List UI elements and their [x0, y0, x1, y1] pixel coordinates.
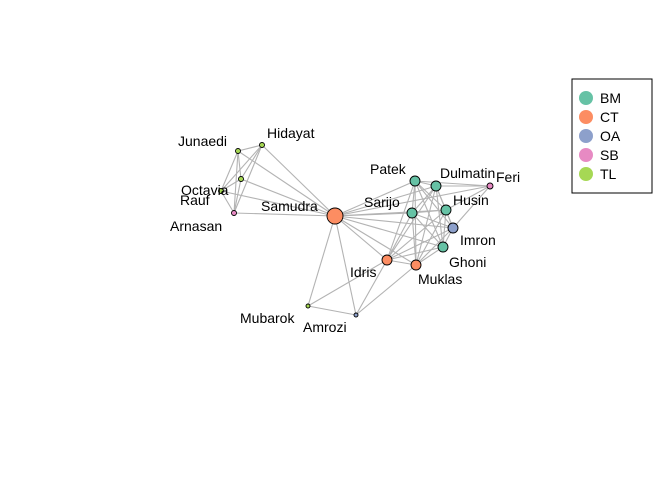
node-label-feri: Feri	[496, 169, 520, 185]
edge-imron-feri	[452, 185, 491, 229]
node-junaedi	[235, 148, 241, 154]
edge-sarijo-husin	[411, 209, 447, 214]
edge-octavia-rauf	[220, 178, 242, 192]
node-label-imron: Imron	[460, 232, 496, 248]
legend-swatch-oa	[579, 129, 593, 143]
edge-patek-husin	[414, 180, 447, 211]
legend-label-ct: CT	[600, 109, 619, 125]
edge-sarijo-muklas	[411, 212, 417, 266]
edge-hidayat-arnasan	[233, 144, 263, 214]
node-arnasan	[231, 210, 237, 216]
node-mubarok	[305, 303, 311, 309]
edge-imron-idris	[386, 227, 454, 261]
legend-label-sb: SB	[600, 147, 619, 163]
edge-samudra-octavia	[240, 178, 336, 217]
node-sarijo	[406, 207, 418, 219]
node-husin	[440, 204, 452, 216]
node-idris	[381, 254, 393, 266]
node-muklas	[410, 259, 422, 271]
edge-mubarok-amrozi	[307, 305, 357, 316]
node-rauf	[218, 188, 224, 194]
node-label-patek: Patek	[370, 161, 407, 177]
edge-samudra-arnasan	[233, 212, 336, 217]
nodes-layer	[218, 142, 494, 318]
legend: BM CT OA SB TL	[571, 78, 653, 194]
node-patek	[409, 175, 421, 187]
node-label-arnasan: Arnasan	[170, 218, 222, 234]
edge-sarijo-imron	[411, 212, 454, 229]
edge-dulmatin-ghoni	[435, 185, 444, 248]
edge-samudra-feri	[334, 185, 491, 217]
edge-hidayat-rauf	[220, 144, 263, 192]
edge-dulmatin-muklas	[415, 185, 437, 266]
edge-junaedi-octavia	[237, 150, 242, 180]
legend-label-tl: TL	[600, 166, 617, 182]
edge-patek-imron	[414, 180, 454, 229]
edge-sarijo-ghoni	[411, 212, 444, 248]
edge-samudra-hidayat	[261, 144, 336, 217]
edge-samudra-patek	[334, 180, 416, 217]
edge-husin-idris	[386, 209, 447, 261]
edge-octavia-arnasan	[233, 178, 242, 214]
edge-idris-mubarok	[307, 259, 388, 307]
node-label-junaedi: Junaedi	[178, 133, 227, 149]
edge-husin-feri	[445, 185, 491, 211]
node-label-dulmatin: Dulmatin	[440, 165, 495, 181]
node-dulmatin	[430, 180, 442, 192]
edge-samudra-amrozi	[334, 215, 357, 316]
node-hidayat	[259, 142, 265, 148]
node-label-hidayat: Hidayat	[267, 125, 315, 141]
edge-sarijo-idris	[386, 212, 413, 261]
legend-label-bm: BM	[600, 90, 621, 106]
edge-ghoni-idris	[386, 246, 444, 261]
edges-layer	[220, 144, 491, 316]
node-ghoni	[437, 241, 449, 253]
edge-samudra-rauf	[220, 190, 336, 217]
node-label-rauf: Rauf	[180, 192, 210, 208]
edge-husin-ghoni	[442, 209, 447, 248]
node-label-husin: Husin	[453, 192, 489, 208]
legend-swatch-tl	[579, 167, 593, 181]
node-label-sarijo: Sarijo	[364, 194, 400, 210]
edge-samudra-mubarok	[307, 215, 336, 307]
edge-husin-muklas	[415, 209, 447, 266]
edge-patek-idris	[386, 180, 416, 261]
edge-samudra-imron	[334, 215, 454, 229]
node-label-ghoni: Ghoni	[449, 254, 486, 270]
legend-swatch-sb	[579, 148, 593, 162]
edge-patek-feri	[414, 180, 491, 187]
node-label-muklas: Muklas	[418, 271, 462, 287]
edge-samudra-junaedi	[237, 150, 336, 217]
node-samudra	[326, 207, 344, 225]
node-amrozi	[353, 312, 359, 318]
node-octavia	[238, 176, 244, 182]
node-feri	[486, 182, 494, 190]
edge-imron-muklas	[415, 227, 454, 266]
node-label-mubarok: Mubarok	[240, 310, 295, 326]
edge-junaedi-hidayat	[237, 144, 263, 152]
node-label-amrozi: Amrozi	[303, 319, 347, 335]
legend-swatch-bm	[579, 91, 593, 105]
edge-junaedi-rauf	[220, 150, 239, 192]
edge-dulmatin-sarijo	[411, 185, 437, 214]
edge-dulmatin-idris	[386, 185, 437, 261]
edge-samudra-idris	[334, 215, 388, 261]
edge-rauf-arnasan	[220, 190, 235, 214]
node-label-octavia: Octavia	[181, 182, 229, 198]
edge-idris-amrozi	[355, 259, 388, 316]
node-label-idris: Idris	[350, 264, 376, 280]
edge-patek-muklas	[414, 180, 417, 266]
legend-swatch-ct	[579, 110, 593, 124]
node-imron	[447, 222, 459, 234]
legend-label-oa: OA	[600, 128, 621, 144]
edge-muklas-amrozi	[355, 264, 417, 316]
edge-hidayat-octavia	[240, 144, 263, 180]
node-label-samudra: Samudra	[261, 198, 318, 214]
